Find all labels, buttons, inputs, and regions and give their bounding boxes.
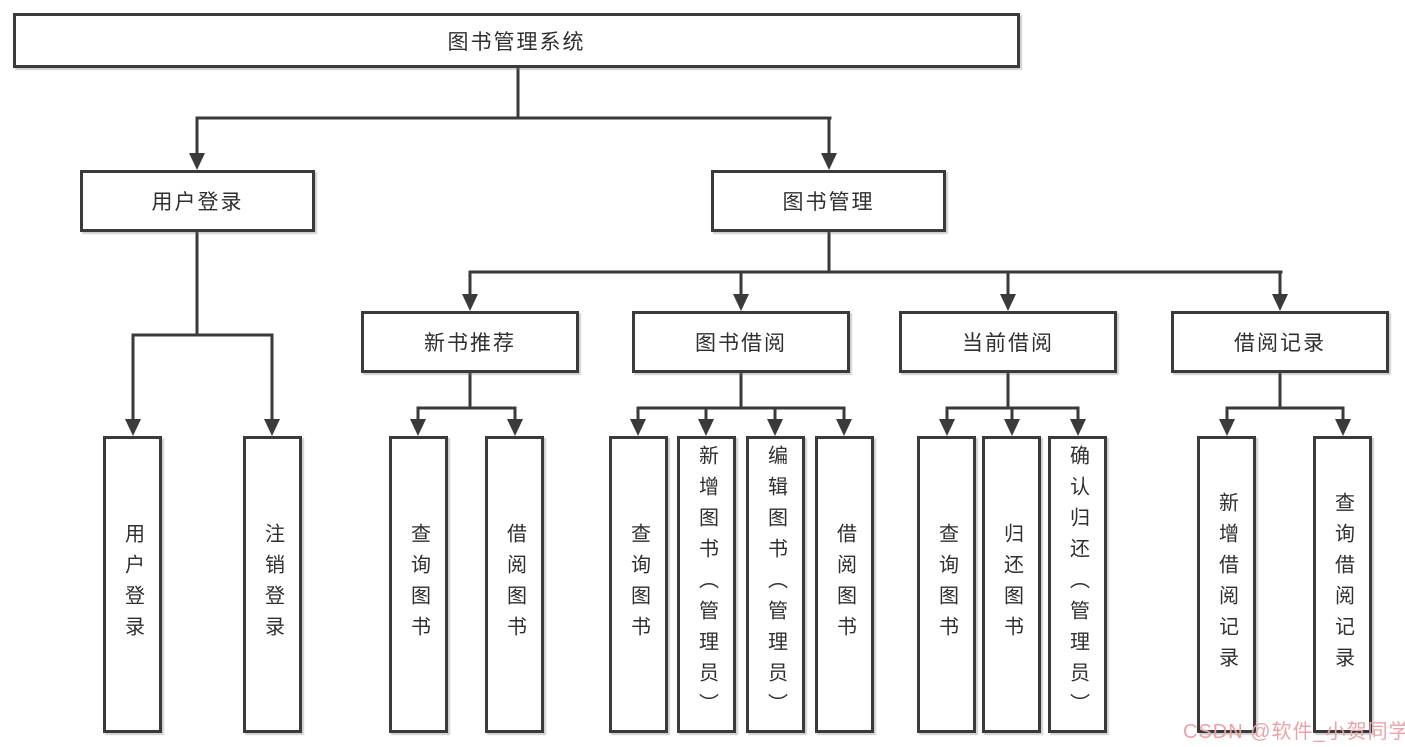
node-label: 图书管理 bbox=[782, 191, 875, 214]
csdn-watermark: CSDN @软件_小贺同学 bbox=[1183, 721, 1405, 743]
leaf-user-login: 用户登录 bbox=[103, 436, 162, 733]
node-label: 用户登录 bbox=[151, 191, 244, 214]
node-label: 新书推荐 bbox=[424, 332, 516, 355]
leaf-add-books-admin: 新增图书（管理员） bbox=[677, 436, 736, 733]
leaf-query-borrow-record: 查询借阅记录 bbox=[1313, 436, 1372, 733]
leaf-add-borrow-record: 新增借阅记录 bbox=[1197, 436, 1256, 733]
node-borrow-records: 借阅记录 bbox=[1171, 311, 1389, 373]
leaf-current-query-books: 查询图书 bbox=[917, 436, 976, 733]
node-label: 借阅记录 bbox=[1234, 332, 1326, 355]
leaf-edit-books-admin: 编辑图书（管理员） bbox=[746, 436, 805, 733]
node-current-borrow: 当前借阅 bbox=[899, 311, 1117, 373]
leaf-borrow-books: 借阅图书 bbox=[815, 436, 874, 733]
leaf-logout-login: 注销登录 bbox=[243, 436, 302, 733]
node-label: 图书借阅 bbox=[695, 332, 787, 355]
node-library-system: 图书管理系统 bbox=[13, 13, 1020, 68]
leaf-borrow-query-books: 查询图书 bbox=[609, 436, 668, 733]
node-user-login: 用户登录 bbox=[80, 170, 315, 232]
node-book-management: 图书管理 bbox=[711, 170, 946, 232]
node-label: 图书管理系统 bbox=[447, 30, 586, 54]
node-book-borrow: 图书借阅 bbox=[632, 311, 850, 373]
leaf-return-books: 归还图书 bbox=[982, 436, 1041, 733]
node-new-book-recommend: 新书推荐 bbox=[361, 311, 579, 373]
leaf-confirm-return-admin: 确认归还（管理员） bbox=[1048, 436, 1107, 733]
leaf-recommend-borrow-books: 借阅图书 bbox=[485, 436, 544, 733]
leaf-recommend-query-books: 查询图书 bbox=[389, 436, 448, 733]
node-label: 当前借阅 bbox=[962, 332, 1054, 355]
